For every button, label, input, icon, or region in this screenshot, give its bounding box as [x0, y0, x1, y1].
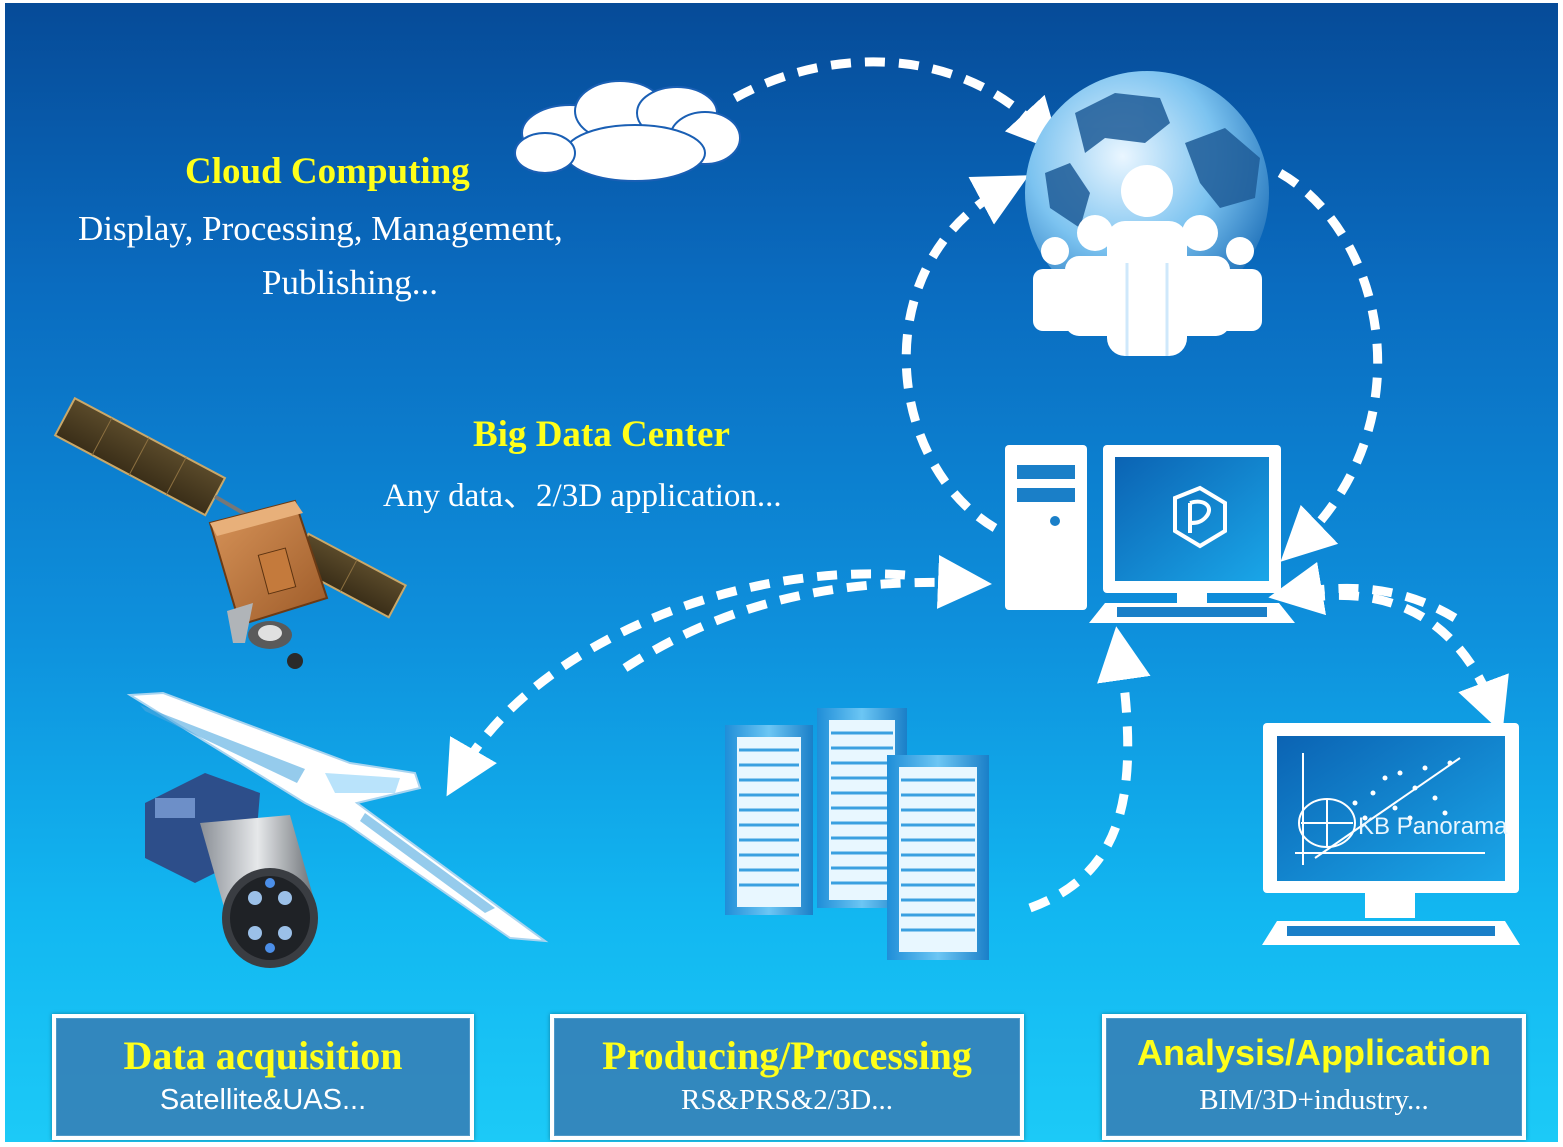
satellite-icon — [53, 396, 408, 669]
arrow-processing-to-center — [1028, 626, 1151, 913]
arrow-uav-to-center — [622, 554, 992, 672]
arrow-computer-to-globe — [901, 175, 1029, 532]
cloud-computing-line1: Display, Processing, Management, — [78, 209, 563, 248]
big-data-center-subtitle: Any data、2/3D application... — [383, 478, 782, 514]
big-data-center-title: Big Data Center — [473, 414, 730, 455]
monitor-label: KB Panorama — [1358, 813, 1508, 840]
box-analysis-application-title: Analysis/Application — [1136, 1032, 1492, 1073]
analysis-monitor-icon — [1262, 723, 1520, 945]
box-analysis-application: Analysis/Application BIM/3D+industry... — [1102, 1014, 1526, 1140]
cloud-computing-title: Cloud Computing — [185, 151, 470, 192]
arrow-center-to-uav — [446, 569, 906, 797]
box-data-acquisition-subtitle: Satellite&UAS... — [159, 1084, 367, 1116]
box-data-acquisition-title: Data acquisition — [123, 1033, 403, 1078]
camera-icon — [145, 773, 318, 968]
arrow-center-to-analysis — [1304, 590, 1509, 734]
cloud-icon — [514, 80, 741, 182]
box-producing-processing-title: Producing/Processing — [602, 1033, 972, 1078]
arrow-analysis-to-center — [1268, 561, 1458, 622]
arrow-globe-to-computer — [1277, 169, 1383, 562]
globe-users-icon — [1025, 71, 1269, 356]
box-producing-processing: Producing/Processing RS&PRS&2/3D... — [550, 1014, 1024, 1140]
arrow-cloud-to-globe — [732, 57, 1062, 153]
box-data-acquisition: Data acquisition Satellite&UAS... — [52, 1014, 474, 1140]
cloud-computing-line2: Publishing... — [262, 263, 439, 302]
uav-icon — [126, 691, 549, 943]
flow-arrows — [446, 57, 1509, 913]
desktop-computer-icon — [1005, 445, 1295, 623]
diagram-canvas: Cloud Computing Display, Processing, Man… — [5, 3, 1558, 1142]
server-rack-icon — [725, 708, 989, 960]
box-analysis-application-subtitle: BIM/3D+industry... — [1199, 1084, 1429, 1116]
box-producing-processing-subtitle: RS&PRS&2/3D... — [681, 1084, 893, 1116]
diagram-artwork — [53, 57, 1520, 968]
